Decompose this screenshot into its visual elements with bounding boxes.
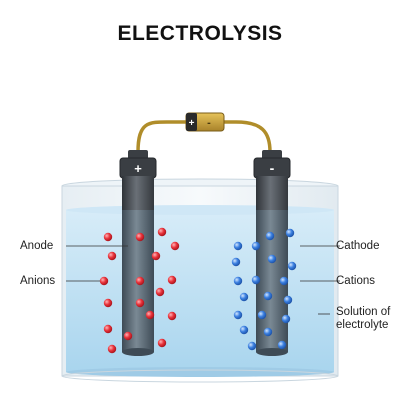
anion	[167, 275, 177, 285]
cation	[263, 291, 273, 301]
solution-label-line1: Solution of	[336, 306, 391, 318]
cathode-terminal-sign: -	[270, 160, 275, 176]
cation	[231, 257, 241, 267]
cation	[233, 276, 243, 286]
cation	[251, 275, 261, 285]
anion	[157, 227, 167, 237]
anion	[103, 232, 113, 242]
battery: + -	[185, 112, 225, 132]
anion	[135, 298, 145, 308]
cation	[277, 340, 287, 350]
anode-terminal-sign: +	[134, 161, 142, 176]
anion	[170, 241, 180, 251]
anion	[107, 344, 117, 354]
cation	[279, 276, 289, 286]
anion	[123, 331, 133, 341]
battery-minus-sign: -	[207, 117, 211, 129]
cation	[251, 241, 261, 251]
anion	[167, 311, 177, 321]
cathode-label: Cathode	[336, 240, 380, 252]
anion	[135, 232, 145, 242]
anion	[99, 276, 109, 286]
leader-lines	[66, 245, 340, 315]
beaker-rim	[61, 369, 339, 383]
cathode-electrode: -	[253, 150, 291, 356]
cation	[233, 310, 243, 320]
wire	[136, 120, 272, 154]
cation	[287, 261, 297, 271]
cation	[281, 314, 291, 324]
anions	[99, 227, 180, 354]
anode-electrode: +	[119, 150, 157, 356]
cations-label: Cations	[336, 275, 375, 287]
anion	[151, 251, 161, 261]
electrolyte-solution	[66, 205, 334, 377]
diagram-title: ELECTROLYSIS	[117, 22, 283, 45]
anion	[103, 324, 113, 334]
anion	[155, 287, 165, 297]
anion	[103, 298, 113, 308]
cation	[247, 341, 257, 351]
cations	[231, 228, 297, 351]
cation	[239, 292, 249, 302]
cation	[263, 327, 273, 337]
cation	[283, 295, 293, 305]
cation	[257, 310, 267, 320]
cation	[285, 228, 295, 238]
anode-label: Anode	[20, 240, 54, 252]
cation	[233, 241, 243, 251]
anion	[157, 338, 167, 348]
solution-label-line2: electrolyte	[336, 319, 389, 331]
anion	[145, 310, 155, 320]
cation	[239, 325, 249, 335]
anions-label: Anions	[20, 275, 56, 287]
anion	[107, 251, 117, 261]
battery-plus-sign: +	[189, 118, 195, 129]
cation	[267, 254, 277, 264]
cation	[265, 231, 275, 241]
anion	[135, 276, 145, 286]
